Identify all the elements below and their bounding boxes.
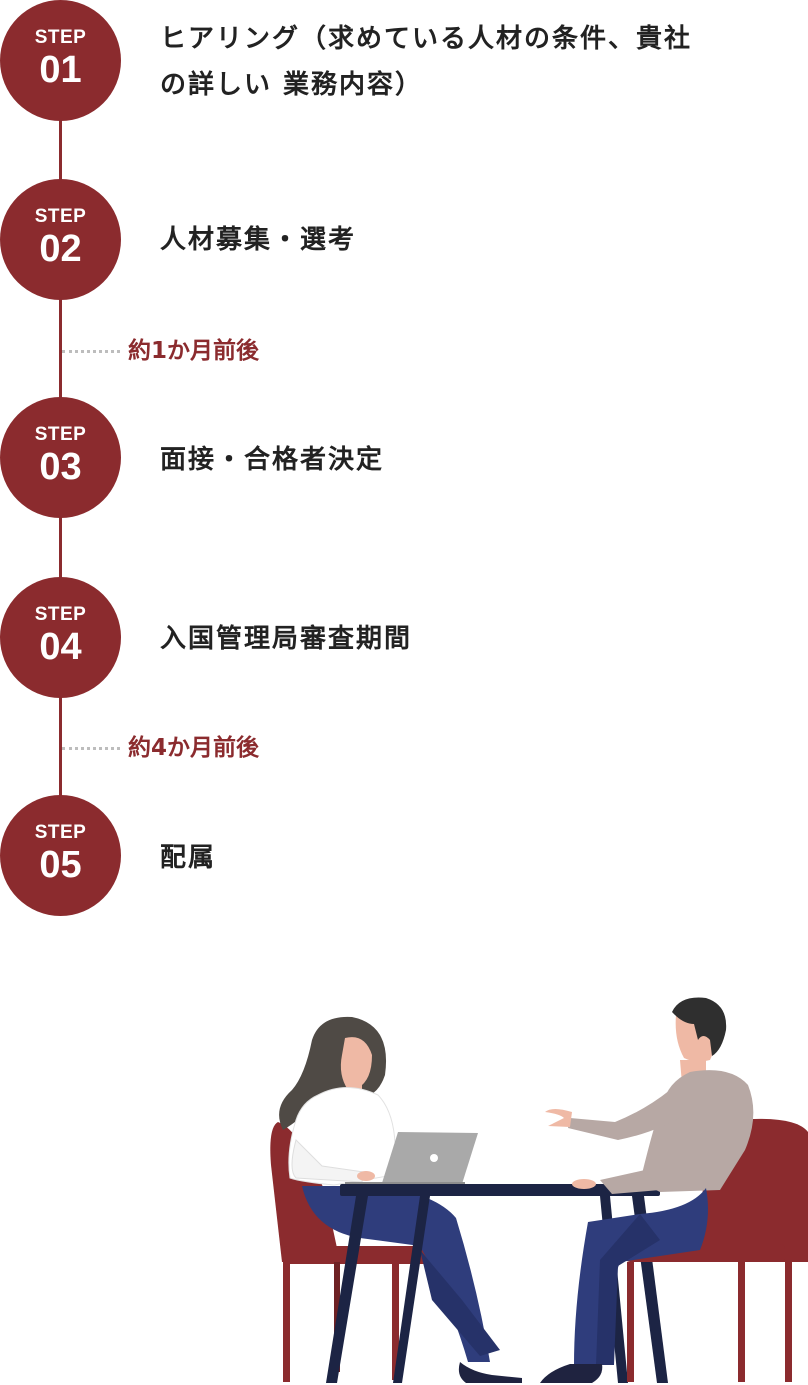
step-badge: STEP 03	[0, 397, 121, 518]
dotted-connector	[62, 350, 120, 353]
step-badge: STEP 04	[0, 577, 121, 698]
step-title-line-1: 入国管理局審査期間	[160, 624, 413, 654]
step-03: STEP 03 面接・合格者決定	[0, 397, 808, 519]
duration-text: 約4か月前後	[128, 735, 260, 761]
step-title: ヒアリング（求めている人材の条件、貴社 の詳しい 業務内容）	[160, 16, 692, 108]
step-badge: STEP 02	[0, 179, 121, 300]
step-title: 入国管理局審査期間	[160, 616, 412, 662]
step-title-line-1: 面接・合格者決定	[160, 445, 385, 475]
step-05: STEP 05 配属	[0, 795, 808, 917]
dotted-connector	[62, 747, 120, 750]
step-title: 面接・合格者決定	[160, 437, 384, 483]
step-number: 01	[39, 49, 82, 91]
step-label: STEP	[34, 206, 87, 227]
step-title-line-1: 人材募集・選考	[160, 225, 357, 255]
woman-figure	[279, 1016, 522, 1383]
step-title-line-1: ヒアリング（求めている人材の条件、貴社	[160, 24, 693, 54]
step-title: 人材募集・選考	[160, 217, 356, 263]
meeting-illustration-icon	[270, 997, 808, 1383]
step-title-line-1: 配属	[160, 843, 217, 873]
step-label: STEP	[34, 424, 87, 445]
step-number: 03	[39, 446, 82, 488]
duration-note-1: 約1か月前後	[62, 336, 362, 366]
step-label: STEP	[34, 27, 87, 48]
step-04: STEP 04 入国管理局審査期間	[0, 577, 808, 699]
step-label: STEP	[34, 822, 87, 843]
step-label: STEP	[34, 604, 87, 625]
step-number: 04	[39, 626, 82, 668]
duration-note-2: 約4か月前後	[62, 733, 362, 763]
step-badge: STEP 01	[0, 0, 121, 121]
step-01: STEP 01 ヒアリング（求めている人材の条件、貴社 の詳しい 業務内容）	[0, 0, 808, 122]
step-title-line-2: の詳しい 業務内容）	[160, 70, 424, 100]
step-number: 02	[39, 228, 82, 270]
step-02: STEP 02 人材募集・選考	[0, 179, 808, 301]
duration-text: 約1か月前後	[128, 338, 260, 364]
step-number: 05	[39, 844, 82, 886]
step-title: 配属	[160, 835, 216, 881]
man-figure	[540, 997, 754, 1383]
step-badge: STEP 05	[0, 795, 121, 916]
